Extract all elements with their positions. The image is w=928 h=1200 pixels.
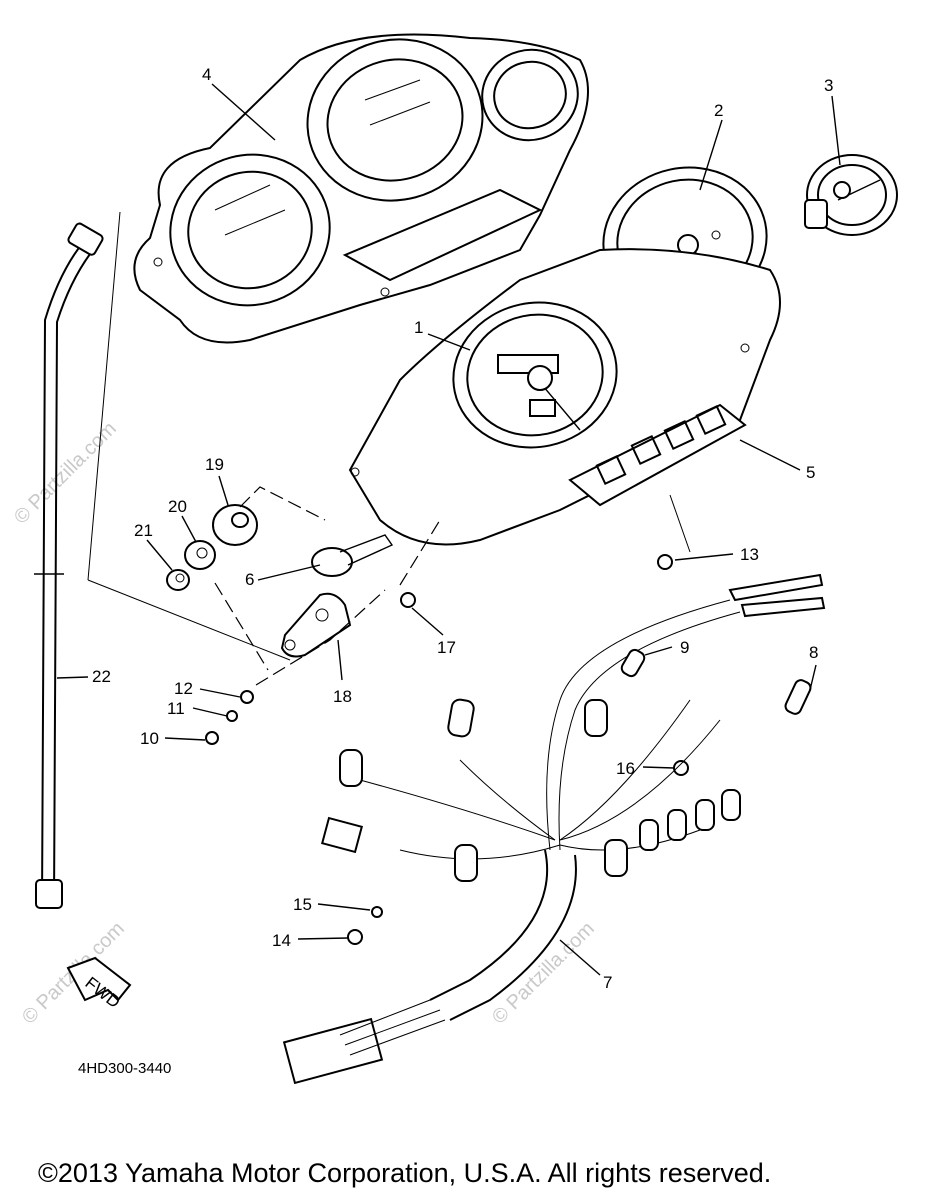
- callout-21: 21: [134, 521, 153, 540]
- callout-2: 2: [714, 101, 723, 120]
- callout-8: 8: [809, 643, 818, 662]
- callout-11: 11: [167, 699, 185, 718]
- callout-16: 16: [616, 759, 635, 778]
- wire-harness-part: [282, 573, 826, 1085]
- callout-4: 4: [202, 65, 211, 84]
- leader-lines: [56, 83, 841, 976]
- callout-9: 9: [680, 638, 689, 657]
- meter-case-part: [348, 248, 781, 546]
- callout-18: 18: [333, 687, 352, 706]
- assembly-lines: [87, 211, 691, 686]
- callout-labels: 1 2 3 4 5 6 7 8 9 10 11 12 13 14 15 16 1…: [92, 65, 833, 992]
- callout-22: 22: [92, 667, 111, 686]
- grommet-set-part: [166, 504, 394, 591]
- speedometer-cable-part: [34, 222, 104, 909]
- fuel-gauge-part: [804, 154, 898, 236]
- watermark-lower-mid: © Partzilla.com: [488, 918, 599, 1029]
- callout-5: 5: [806, 463, 815, 482]
- callout-20: 20: [168, 497, 187, 516]
- callout-19: 19: [205, 455, 224, 474]
- watermark-main: © Partzilla.com: [10, 418, 121, 529]
- callout-12: 12: [174, 679, 193, 698]
- fasteners-part: [205, 554, 689, 945]
- callout-14: 14: [272, 931, 291, 950]
- callout-13: 13: [740, 545, 759, 564]
- callout-17: 17: [437, 638, 456, 657]
- callout-1: 1: [414, 318, 423, 337]
- fwd-arrow-icon: FWD: [66, 956, 132, 1012]
- callout-6: 6: [245, 570, 254, 589]
- diagram-code: 4HD300-3440: [78, 1060, 172, 1077]
- callout-15: 15: [293, 895, 312, 914]
- callout-3: 3: [824, 76, 833, 95]
- meter-cover-part: [133, 33, 589, 344]
- callout-10: 10: [140, 729, 159, 748]
- gear-housing-part: [280, 592, 352, 658]
- copyright-notice: ©2013 Yamaha Motor Corporation, U.S.A. A…: [38, 1158, 772, 1188]
- callout-7: 7: [603, 973, 612, 992]
